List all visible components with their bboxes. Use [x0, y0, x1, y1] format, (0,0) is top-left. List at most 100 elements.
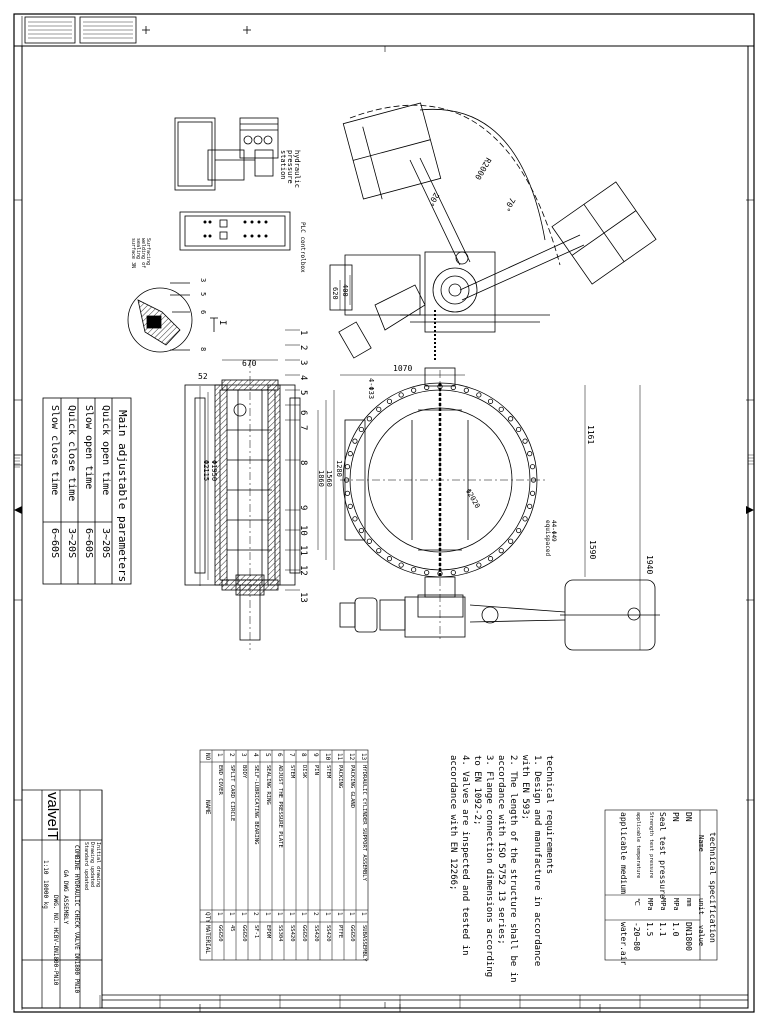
bom-material: SS304 [277, 925, 283, 942]
dim-52: 52 [198, 372, 208, 381]
bom-no: 3 [240, 753, 247, 757]
bom-name: SPLIT CARD CIRCLE [229, 765, 235, 822]
bom-header: MATERIAL [204, 925, 211, 954]
bom-material: SF-1 [253, 925, 259, 939]
hydraulic-station-label: hydraulic pressure station [279, 150, 301, 188]
flange-bolt [376, 406, 382, 412]
spec-table-grid [604, 809, 718, 961]
flange-bolt [386, 556, 393, 562]
spec-header: unit [697, 898, 705, 915]
dim-1280: 1280 [335, 460, 343, 477]
flange-bolt [527, 451, 533, 457]
flange-bolt [522, 516, 528, 522]
bom-no: 8 [300, 753, 307, 757]
param-value: 3~20S [66, 528, 77, 559]
counterweight-bottom [339, 579, 660, 651]
hydraulic-station [174, 117, 279, 191]
callout-number: 4 [298, 375, 308, 381]
outer-frame [13, 13, 755, 1013]
flange-bolt [347, 503, 353, 509]
flange-bolt [366, 416, 372, 422]
detail-callout-number: 8 [199, 347, 207, 352]
spec-title: technical specification [708, 832, 717, 943]
requirement-line: with EN 593; [520, 755, 530, 821]
plc-control-box [179, 211, 291, 251]
bom-name: PACKING [337, 765, 343, 789]
callout-number: 2 [298, 345, 308, 351]
bom-material: SUBASSEMBLY [361, 925, 367, 962]
flange-bolt [508, 416, 514, 422]
bom-no: 4 [252, 753, 259, 757]
bom-no: 11 [336, 753, 343, 761]
valve-front-view [340, 367, 545, 640]
dim-2115: Φ2115 [202, 460, 210, 482]
dim-670: 670 [242, 359, 257, 368]
spec-unit: ℃ [633, 898, 641, 906]
bom-qty: 1 [348, 912, 355, 916]
bom-material: SS420 [289, 925, 295, 942]
requirement-line: to EN 1092-2; [472, 755, 482, 826]
dim-1940: 1940 [645, 555, 654, 575]
spec-name: applicable medium [619, 812, 628, 894]
requirement-line: accordance with ISO 5752 13 series; [496, 755, 506, 945]
flange-bolt [366, 538, 372, 544]
bom-qty: 1 [264, 912, 271, 916]
dim-1590: 1590 [588, 540, 597, 560]
spec-unit: MPa [659, 898, 667, 911]
flange-bolt [508, 538, 514, 544]
flange-bolt [487, 556, 494, 562]
requirements-title: technical requirements [544, 755, 554, 875]
flange-bolt [529, 490, 536, 496]
callout-number: 10 [298, 525, 308, 536]
flange-bolt [411, 567, 417, 573]
spec-value: 1.0 [671, 922, 680, 937]
scale-value: 1:10 [42, 860, 49, 875]
bom-no: 5 [264, 753, 271, 757]
callout-number: 3 [298, 360, 308, 366]
detail-callout-number: 6 [199, 310, 207, 315]
flange-bolt [358, 426, 364, 433]
flange-bolt [398, 562, 404, 568]
bom-material: EPDM [265, 925, 271, 939]
spec-name: Seal test pressure [658, 812, 667, 899]
counterweight-arc-view [329, 102, 657, 362]
drawing-number: DWG. NO. HCBV-DN1800-PN10 [52, 895, 59, 986]
requirement-line: 2. The length of the structure shall be … [508, 755, 518, 983]
flange-bolt [386, 398, 393, 404]
flange-bolt [516, 426, 522, 433]
flange-bolt [476, 392, 482, 398]
bom-header: QTY [204, 912, 211, 923]
spec-name: applicable temperature [635, 812, 641, 879]
requirement-line: accordance with EN 12266; [448, 755, 458, 891]
param-name: Slow open time [83, 405, 94, 490]
bom-no: 9 [312, 753, 319, 757]
sealing-label: Surfacing welding of sealing surface 3N [130, 238, 151, 269]
requirement-line: 4. Valves are inspected and tested in [460, 755, 470, 956]
bom-no: 10 [324, 753, 331, 761]
bom-qty: 1 [216, 912, 223, 916]
flange-bolt [352, 438, 358, 444]
callout-number: 5 [298, 390, 308, 396]
flange-bolt [344, 464, 351, 470]
flange-bolt [463, 567, 469, 573]
bom-qty: 1 [288, 912, 295, 916]
bom-name: HYDRAULIC CYLINDER SUPPORT ASSEMBLY [361, 765, 367, 881]
tick-scale [99, 995, 701, 1008]
param-name: Quick close time [66, 405, 77, 502]
dim-1161: 1161 [586, 425, 595, 445]
brand-logo: valveIT [44, 792, 61, 841]
dim-1560: 1560 [325, 470, 333, 487]
product-name: COMBINE HYDRAULIC CHECK VALVE DN1800 PN1… [73, 845, 80, 994]
spec-name: PN [671, 812, 680, 822]
cross-marks [142, 26, 251, 34]
dim-1070: 1070 [393, 364, 413, 373]
dim-1950: Φ1950 [210, 460, 218, 482]
bom-name: ADJUST THE PRESSURE PLATE [277, 765, 283, 848]
spec-value: 1.1 [658, 922, 667, 937]
title-block-grid [21, 789, 748, 1009]
flange-bolt [398, 392, 404, 398]
callout-number: 11 [298, 545, 308, 556]
requirement-line: 1. Design and manufacture in accordance [532, 755, 542, 967]
bom-material: GGG50 [349, 925, 355, 942]
